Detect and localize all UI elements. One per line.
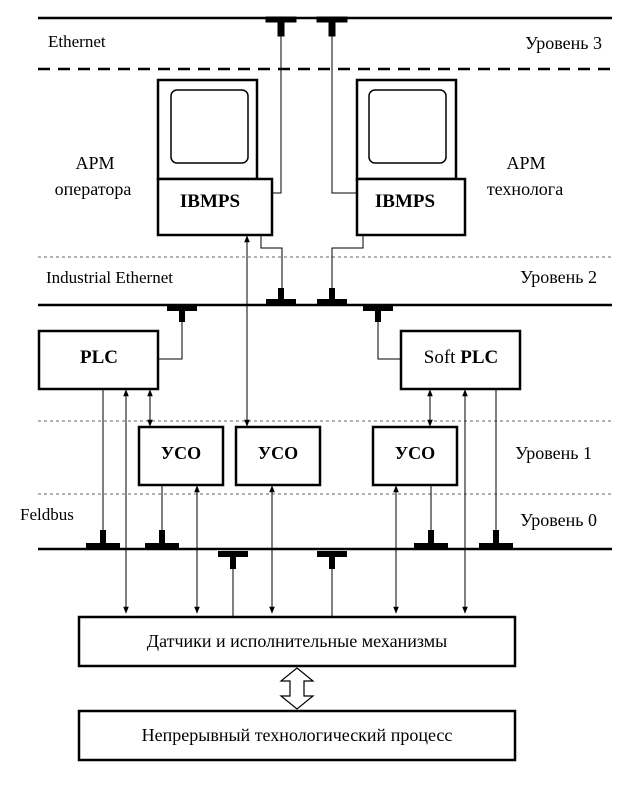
technologist-screen	[368, 89, 447, 164]
io-module-1-box	[137, 425, 225, 487]
operator-pc-box	[156, 177, 274, 237]
soft-plc-bold: PLC	[460, 347, 498, 368]
io-module-3-box	[371, 425, 459, 487]
process-label: Непрерывный технологический процесс	[142, 725, 453, 745]
soft-plc-prefix: Soft	[424, 347, 456, 368]
operator-title-line2: оператора	[55, 179, 132, 199]
io-module-2-label: УСО	[258, 443, 298, 463]
industrial-ethernet-taps	[167, 288, 393, 322]
process-box	[77, 709, 517, 762]
technologist-title-line1: АРМ	[506, 153, 545, 173]
plc-label: PLC	[80, 347, 118, 368]
soft-plc-industrial-link	[377, 322, 401, 360]
level3-label: Уровень 3	[525, 33, 602, 53]
technologist-title-line2: технолога	[487, 179, 563, 199]
operator-pc-label: IBMPS	[180, 191, 240, 212]
technologist-industrial-link	[331, 235, 364, 288]
soft-plc-label: Soft PLC	[424, 347, 498, 368]
io-module-3-label: УСО	[395, 443, 435, 463]
io-module-1-label: УСО	[161, 443, 201, 463]
feldbus-label: Feldbus	[20, 505, 74, 524]
feldbus-taps	[86, 530, 513, 569]
technologist-ethernet-link	[331, 36, 357, 194]
sensors-actuators-label: Датчики и исполнительные механизмы	[147, 631, 447, 651]
ethernet-label: Ethernet	[48, 32, 106, 51]
operator-title-line1: АРМ	[75, 153, 114, 173]
process-double-arrow	[279, 667, 315, 710]
ethernet-taps	[265, 16, 348, 37]
technologist-pc-box	[355, 177, 467, 237]
sensors-actuators-box	[77, 615, 517, 668]
industrial-ethernet-label: Industrial Ethernet	[46, 268, 173, 287]
level0-label: Уровень 0	[520, 510, 597, 530]
technologist-pc-label: IBMPS	[375, 191, 435, 212]
soft-plc-box	[399, 329, 522, 391]
io-module-2-box	[234, 425, 322, 487]
technologist-workstation: IBMPS	[355, 78, 467, 237]
level1-label: Уровень 1	[515, 443, 592, 463]
operator-industrial-link	[260, 235, 283, 288]
plc-box	[37, 329, 160, 391]
operator-workstation: IBMPS	[156, 78, 274, 237]
operator-ethernet-link	[272, 36, 282, 194]
plc-industrial-link	[158, 322, 183, 360]
level2-label: Уровень 2	[520, 267, 597, 287]
operator-screen	[170, 89, 249, 164]
